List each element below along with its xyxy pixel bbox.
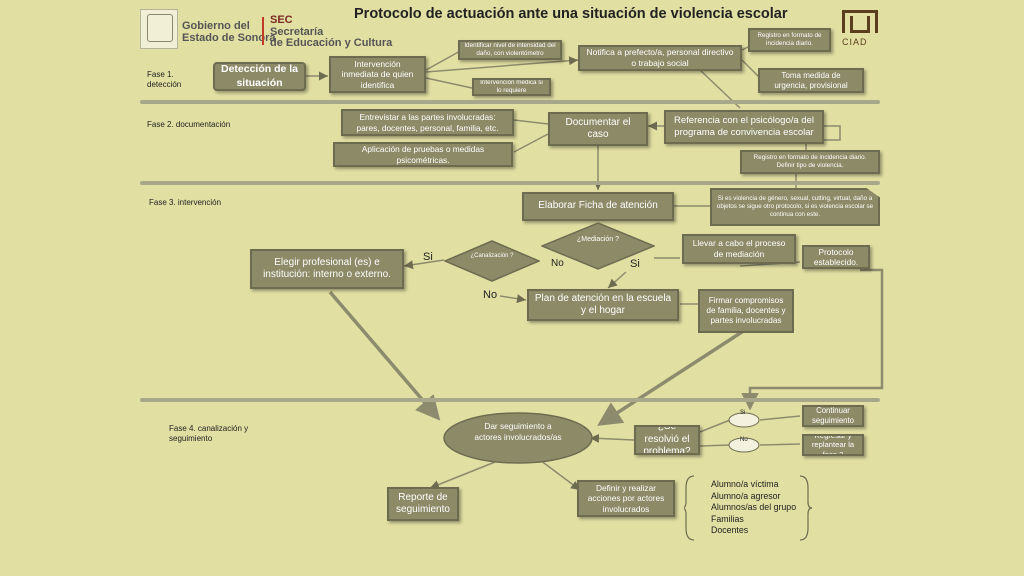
oval-no-label: No	[740, 437, 748, 443]
node-reporte: Reporte de seguimiento	[387, 487, 459, 521]
actor-item: Alumnos/as del grupo	[711, 502, 797, 513]
node-notifica: Notifica a prefecto/a, personal directiv…	[578, 45, 742, 71]
node-toma-medida: Toma medida de urgencia, provisional	[758, 68, 864, 93]
phase-separator	[140, 100, 880, 104]
label-si-canalizacion: Si	[423, 251, 433, 263]
decision-canalizacion-label: ¿Canalización ?	[470, 253, 514, 259]
oval-no	[728, 437, 760, 453]
actor-item: Alumno/a agresor	[711, 490, 781, 501]
sonora-logo	[140, 9, 178, 49]
phase-4-label: Fase 4. canalización y seguimiento	[169, 424, 249, 444]
label-no-canalizacion: No	[483, 289, 498, 301]
header-divider	[262, 17, 264, 45]
actors-list: Alumno/a víctima Alumno/a agresor Alumno…	[711, 479, 796, 537]
node-llevar-mediacion: Llevar a cabo el proceso de mediación	[682, 234, 796, 264]
oval-si-label: Si	[740, 410, 746, 416]
node-documentar: Documentar el caso	[548, 112, 648, 146]
actor-item: Familias	[711, 513, 744, 524]
phase-separator	[140, 398, 880, 402]
ciad-logo: CIAD	[838, 10, 878, 48]
actors-brace	[684, 475, 813, 541]
label-no-mediacion: No	[551, 258, 564, 269]
node-intervencion-medica: Intervención médica si lo requiere	[472, 78, 551, 96]
phase-1-label: Fase 1. detección	[147, 70, 182, 90]
node-identificar-nivel: Identificar nivel de intensidad del daño…	[458, 40, 562, 60]
node-definir-acciones: Definir y realizar acciones por actores …	[577, 480, 675, 517]
node-dar-seguimiento-shape	[443, 412, 593, 464]
actor-item: Docentes	[711, 525, 749, 536]
node-registro-formato: Registro en formato de incidencia diario…	[748, 28, 831, 52]
page-title: Protocolo de actuación ante una situació…	[354, 6, 788, 22]
node-protocolo-establecido: Protocolo establecido.	[802, 245, 870, 269]
phase-2-label: Fase 2. documentación	[147, 120, 231, 129]
node-deteccion: Detección de la situación	[213, 62, 306, 91]
label-si-mediacion: Si	[630, 258, 640, 270]
decision-mediacion-label: ¿Mediación ?	[576, 236, 620, 243]
node-aplicacion-pruebas: Aplicación de pruebas o medidas psicomét…	[333, 142, 513, 167]
node-continuar: Continuar seguimiento	[802, 405, 864, 427]
node-se-resolvio: ¿Se resolvió el problema?	[634, 425, 700, 455]
node-elaborar-ficha: Elaborar Ficha de atención	[522, 192, 674, 221]
node-dar-seguimiento: Dar seguimiento a actores involucrados/a…	[474, 421, 562, 442]
node-referencia: Referencia con el psicólogo/a del progra…	[664, 110, 824, 144]
node-firmar-compromisos: Firmar compromisos de familia, docentes …	[698, 289, 794, 333]
node-entrevistar: Entrevistar a las partes involucradas: p…	[341, 109, 514, 136]
phase-3-label: Fase 3. intervención	[149, 198, 222, 207]
decision-canalizacion	[444, 240, 540, 282]
node-elegir-profesional: Elegir profesional (es) e institución: i…	[250, 249, 404, 289]
node-registro-definir: Registro en formato de incidencia diario…	[740, 150, 880, 174]
node-si-violencia: Si es violencia de género, sexual, cutti…	[710, 188, 880, 226]
actor-item: Alumno/a víctima	[711, 479, 779, 489]
decision-mediacion	[541, 222, 655, 270]
node-intervencion-inmediata: Intervención inmediata de quien identifi…	[329, 56, 426, 93]
oval-si	[728, 412, 760, 428]
phase-separator	[140, 181, 880, 185]
node-plan-atencion: Plan de atención en la escuela y el hoga…	[527, 289, 679, 321]
node-regresar: Regresar y replantear la fase 2	[802, 434, 864, 456]
